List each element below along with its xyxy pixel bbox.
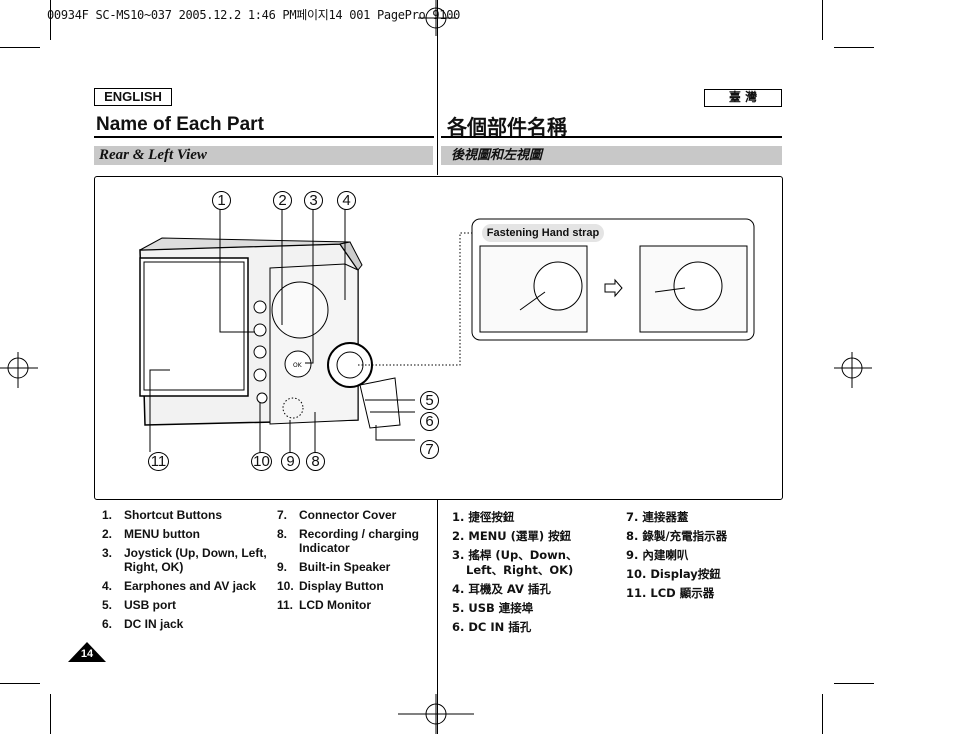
crop-mark xyxy=(822,694,823,734)
parts-list-zh-col2: 7. 連接器蓋 8. 錄製/充電指示器 9. 內建喇叭 10. Display按… xyxy=(626,510,776,605)
list-item: 7. 連接器蓋 xyxy=(626,510,689,524)
list-item: 9.Built-in Speaker xyxy=(277,560,391,574)
section-heading-en: Rear & Left View xyxy=(94,146,433,165)
callout-5: 5 xyxy=(420,391,439,410)
page-number-badge xyxy=(68,642,106,662)
crop-mark xyxy=(50,0,51,40)
page-title-en: Name of Each Part xyxy=(96,114,264,135)
list-item: 10. Display按鈕 xyxy=(626,567,721,581)
strap-label: Fastening Hand strap xyxy=(482,224,604,242)
list-item: 1.Shortcut Buttons xyxy=(102,508,222,522)
list-item: 1. 捷徑按鈕 xyxy=(452,510,515,524)
list-item: 10.Display Button xyxy=(277,579,384,593)
list-item: 11. LCD 顯示器 xyxy=(626,586,715,600)
list-item: 7.Connector Cover xyxy=(277,508,397,522)
callout-7: 7 xyxy=(420,440,439,459)
list-item: 11.LCD Monitor xyxy=(277,598,371,612)
callout-4: 4 xyxy=(337,191,356,210)
crop-mark xyxy=(834,47,874,48)
registration-mark-right xyxy=(834,352,872,388)
callout-1: 1 xyxy=(212,191,231,210)
language-tag-chinese: 臺 灣 xyxy=(704,89,782,107)
parts-list-en-col2: 7.Connector Cover 8.Recording / charging… xyxy=(277,508,427,617)
diagram-frame xyxy=(94,176,783,500)
list-item: 2. MENU (選單) 按鈕 xyxy=(452,529,572,543)
registration-mark-bottom xyxy=(398,694,474,734)
page-number: 14 xyxy=(80,648,94,660)
parts-list-en-col1: 1.Shortcut Buttons 2.MENU button 3.Joyst… xyxy=(102,508,270,636)
list-item: 4.Earphones and AV jack xyxy=(102,579,257,593)
list-item: 3. 搖桿 (Up、Down、Left、Right、OK) xyxy=(452,548,578,577)
list-item: 8. 錄製/充電指示器 xyxy=(626,529,728,543)
list-item: 5. USB 連接埠 xyxy=(452,601,534,615)
title-underline xyxy=(94,136,434,138)
crop-mark xyxy=(50,694,51,734)
list-item: 5.USB port xyxy=(102,598,176,612)
list-item: 9. 內建喇叭 xyxy=(626,548,689,562)
registration-mark-top xyxy=(418,0,456,36)
callout-6: 6 xyxy=(420,412,439,431)
crop-mark xyxy=(0,683,40,684)
list-item: 6.DC IN jack xyxy=(102,617,184,631)
list-item: 8.Recording / charging Indicator xyxy=(277,527,420,555)
center-fold-line xyxy=(437,0,438,175)
registration-mark-left xyxy=(0,352,38,388)
callout-2: 2 xyxy=(273,191,292,210)
crop-mark xyxy=(834,683,874,684)
crop-mark xyxy=(822,0,823,40)
callout-10: 10 xyxy=(251,452,272,471)
page-title-zh: 各個部件名稱 xyxy=(447,115,567,139)
svg-text:OK: OK xyxy=(293,362,303,369)
crop-mark xyxy=(0,47,40,48)
center-fold-line xyxy=(437,500,438,734)
language-tag-english: ENGLISH xyxy=(94,88,172,106)
parts-list-zh-col1: 1. 捷徑按鈕 2. MENU (選單) 按鈕 3. 搖桿 (Up、Down、L… xyxy=(452,510,612,639)
list-item: 2.MENU button xyxy=(102,527,200,541)
list-item: 4. 耳機及 AV 插孔 xyxy=(452,582,551,596)
callout-9: 9 xyxy=(281,452,300,471)
print-header: 00934F SC-MS10~037 2005.12.2 1:46 PM페이지1… xyxy=(47,8,461,22)
callout-11: 11 xyxy=(148,452,169,471)
list-item: 3.Joystick (Up, Down, Left, Right, OK) xyxy=(102,546,267,574)
callout-8: 8 xyxy=(306,452,325,471)
section-heading-zh: 後視圖和左視圖 xyxy=(441,146,782,165)
camera-illustration: OK xyxy=(139,207,755,452)
title-underline xyxy=(441,136,782,138)
list-item: 6. DC IN 插孔 xyxy=(452,620,532,634)
callout-3: 3 xyxy=(304,191,323,210)
